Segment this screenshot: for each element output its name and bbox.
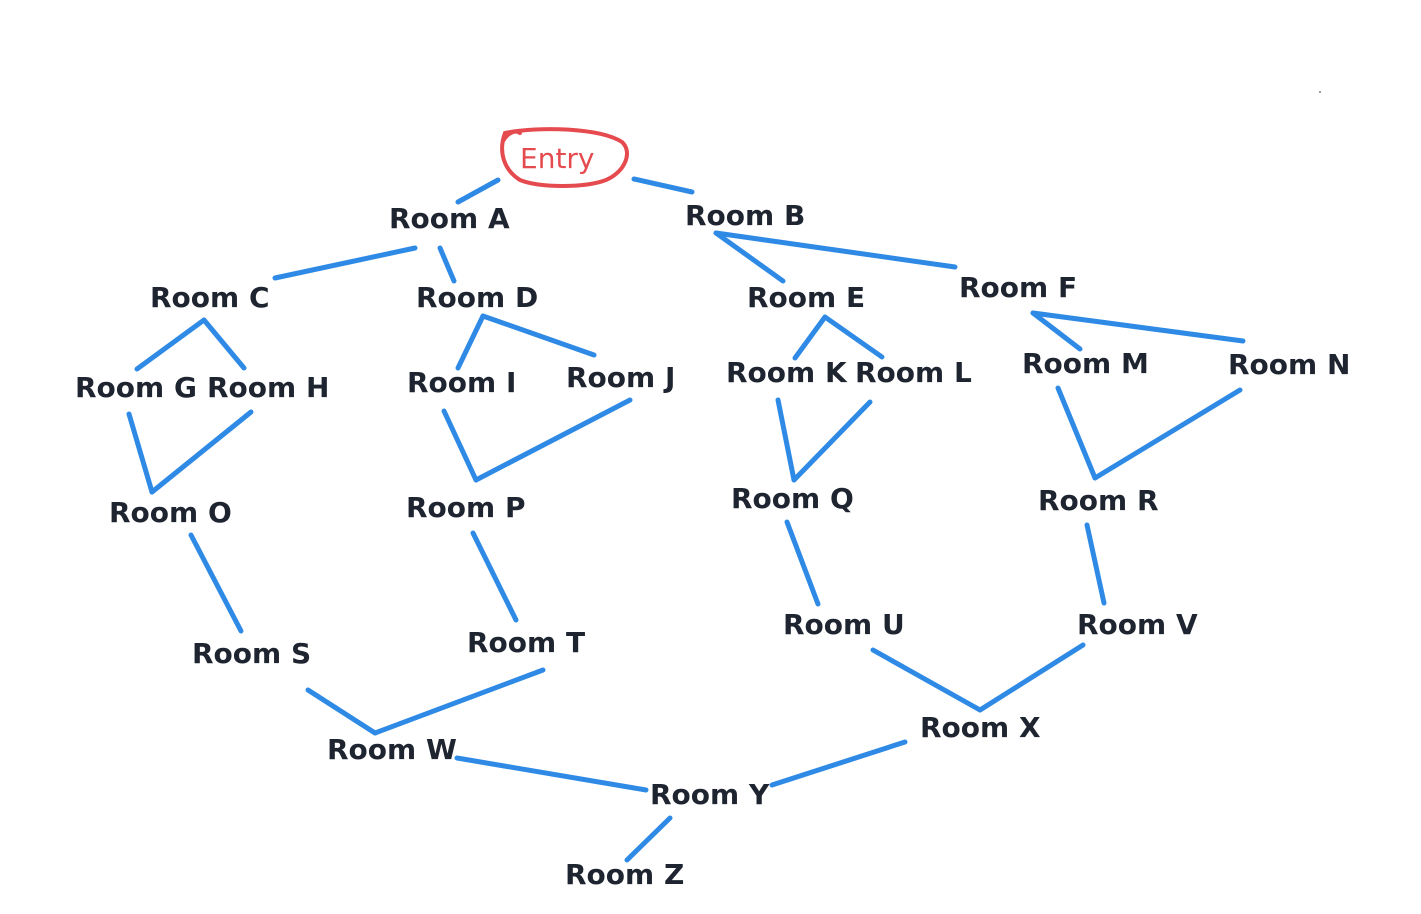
room-x-label: Room X bbox=[920, 711, 1041, 744]
edge-d-j bbox=[480, 313, 597, 358]
room-m-label: Room M bbox=[1022, 347, 1149, 380]
edge-d-i bbox=[455, 313, 486, 371]
stray-dot bbox=[1319, 91, 1321, 93]
edge-a-c bbox=[272, 245, 418, 281]
edge-j-p bbox=[473, 397, 633, 483]
edge-f-m bbox=[1030, 310, 1083, 352]
edge-entry-b bbox=[631, 176, 695, 195]
room-y-label: Room Y bbox=[650, 778, 770, 811]
edge-k-q bbox=[775, 397, 797, 483]
room-f-label: Room F bbox=[959, 271, 1078, 304]
room-k-label: Room K bbox=[726, 356, 847, 389]
room-e-label: Room E bbox=[747, 281, 866, 314]
room-l-label: Room L bbox=[855, 356, 972, 389]
room-h-label: Room H bbox=[207, 371, 330, 404]
entry-label: Entry bbox=[520, 142, 595, 175]
room-i-label: Room I bbox=[407, 366, 517, 399]
edge-l-q bbox=[791, 399, 873, 483]
room-b-label: Room B bbox=[685, 199, 806, 232]
edge-v-x bbox=[977, 642, 1086, 713]
room-r-label: Room R bbox=[1038, 484, 1159, 517]
edge-b-f bbox=[713, 230, 958, 270]
edge-i-p bbox=[441, 408, 479, 483]
room-g-label: Room G bbox=[75, 371, 197, 404]
edge-x-y bbox=[769, 739, 908, 788]
edge-q-u bbox=[784, 519, 821, 607]
edge-e-k bbox=[792, 314, 828, 361]
edge-s-w bbox=[305, 687, 378, 736]
room-j-label: Room J bbox=[566, 361, 676, 394]
room-p-label: Room P bbox=[406, 491, 526, 524]
room-u-label: Room U bbox=[783, 608, 905, 641]
edge-y-z bbox=[624, 815, 673, 863]
room-d-label: Room D bbox=[416, 281, 539, 314]
room-a-label: Room A bbox=[389, 202, 510, 235]
edge-p-t bbox=[470, 530, 519, 623]
room-q-label: Room Q bbox=[731, 482, 854, 515]
edge-c-h bbox=[201, 317, 247, 371]
edge-t-w bbox=[372, 667, 546, 736]
room-c-label: Room C bbox=[150, 281, 270, 314]
edge-b-e bbox=[713, 230, 786, 284]
edge-h-o bbox=[149, 409, 254, 495]
room-n-label: Room N bbox=[1228, 348, 1351, 381]
edge-f-n bbox=[1030, 310, 1246, 344]
edge-entry-a bbox=[455, 177, 501, 205]
edge-o-s bbox=[188, 532, 244, 634]
room-o-label: Room O bbox=[109, 496, 232, 529]
room-z-label: Room Z bbox=[565, 858, 685, 891]
edge-g-o bbox=[126, 411, 155, 495]
edge-m-r bbox=[1055, 385, 1098, 481]
room-w-label: Room W bbox=[327, 733, 457, 766]
room-v-label: Room V bbox=[1077, 608, 1198, 641]
connections-layer bbox=[126, 176, 1246, 863]
edge-e-l bbox=[822, 314, 885, 360]
edge-u-x bbox=[870, 647, 983, 713]
edge-a-d bbox=[437, 245, 457, 284]
edge-r-v bbox=[1084, 522, 1107, 606]
room-s-label: Room S bbox=[192, 637, 312, 670]
edge-c-g bbox=[134, 317, 207, 372]
edge-n-r bbox=[1092, 387, 1243, 481]
edge-w-y bbox=[454, 755, 649, 793]
entry-highlight-ring bbox=[500, 127, 629, 188]
room-t-label: Room T bbox=[467, 626, 586, 659]
